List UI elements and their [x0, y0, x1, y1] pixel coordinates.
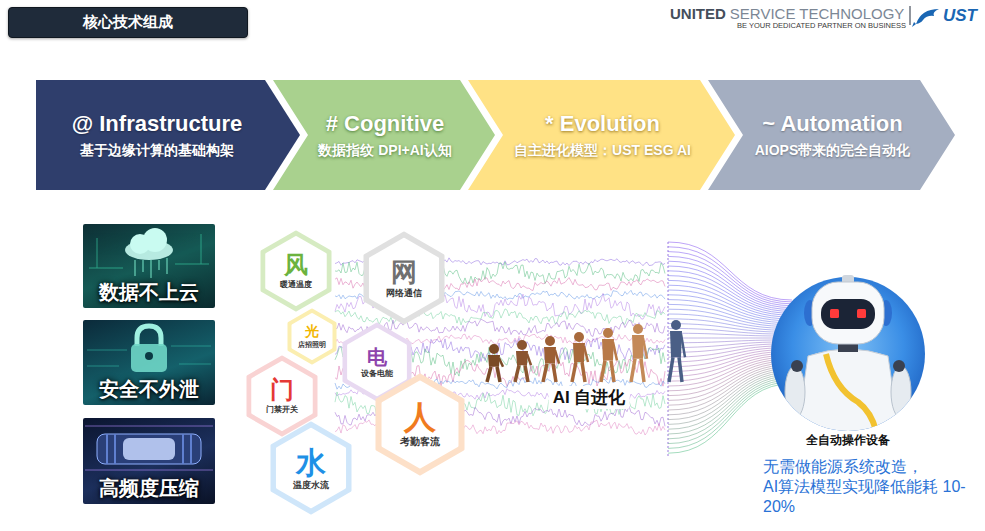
company-name: UNITED [670, 5, 726, 22]
sensor-hexagon: 人考勤客流 [377, 375, 463, 474]
hexagon-caption: 门禁开关 [266, 406, 298, 415]
chevron-subtitle: 数据指纹 DPI+AI认知 [318, 141, 451, 159]
feature-tile: 数据不上云 [83, 224, 215, 308]
signal-line [668, 384, 792, 454]
tile-caption: 数据不上云 [99, 280, 199, 304]
signal-line [668, 378, 792, 439]
logo-separator [909, 6, 910, 25]
chevron-subtitle: AIOPS带来的完全自动化 [755, 141, 911, 159]
hexagon-caption: 网络通信 [386, 289, 422, 298]
hexagon-caption: 温度水流 [293, 481, 329, 491]
sensor-hexagon: 网网络通信 [365, 233, 443, 323]
hexagon-icon-char: 人 [404, 400, 436, 435]
process-chevron: * Evolution 自主进化模型：UST ESG AI [468, 80, 735, 190]
robot-body [785, 349, 911, 440]
chevron-subtitle: 基于边缘计算的基础构架 [80, 141, 234, 159]
company-slogan: BE YOUR DEDICATED PARTNER ON BUSINESS [737, 21, 906, 30]
chevron-heading: # Cognitive [326, 111, 445, 137]
evolution-figure [487, 344, 503, 382]
robot-head [812, 282, 884, 344]
evolution-figure [631, 324, 647, 382]
tile-caption: 高频度压缩 [99, 476, 199, 500]
dashed-divider [668, 242, 669, 458]
evolution-figures [487, 320, 685, 382]
evolution-figure [669, 320, 685, 382]
logo-dolphin-tail [912, 22, 916, 27]
signal-line [668, 247, 792, 302]
signal-line [668, 376, 792, 434]
sensor-hexagon: 门门禁开关 [248, 357, 316, 435]
signal-line [668, 382, 792, 449]
signal-line [668, 380, 792, 444]
chevron-heading: @ Infrastructure [72, 111, 243, 137]
process-chevron: # Cognitive 数据指纹 DPI+AI认知 [273, 80, 495, 190]
process-chevron: @ Infrastructure 基于边缘计算的基础构架 [36, 80, 300, 190]
sensor-hexagon: 水温度水流 [272, 423, 350, 513]
sensor-hexagon: 光店招照明 [289, 310, 335, 363]
signal-line [668, 295, 792, 321]
chevron-heading: ~ Automation [762, 111, 902, 137]
feature-tile: 高频度压缩 [83, 418, 215, 504]
evolution-figure [601, 328, 617, 382]
hexagon-icon-char: 电 [367, 346, 387, 368]
process-chevron: ~ AutomationAIOPS带来的完全自动化 [708, 80, 955, 190]
hexagon-caption: 设备电能 [361, 370, 393, 378]
chevron-heading: * Evolution [545, 111, 660, 137]
signal-line [668, 285, 792, 317]
logo-dolphin [916, 9, 939, 24]
feature-tile: 安全不外泄 [83, 320, 215, 405]
hexagon-icon-char: 门 [270, 377, 294, 403]
evolution-label: AI 自进化 [549, 386, 630, 409]
robot-visor [821, 299, 875, 329]
benefit-note: 无需做能源系统改造， AI算法模型实现降低能耗 10-20% [763, 457, 968, 517]
logo-text: UST [943, 6, 977, 26]
hexagon-caption: 店招照明 [298, 341, 326, 348]
hexagon-caption: 暖通温度 [280, 281, 312, 290]
sensor-hexagon: 风暖通温度 [262, 232, 330, 310]
hexagon-icon-char: 网 [391, 258, 417, 287]
hexagon-icon-char: 风 [284, 252, 308, 278]
title-box: 核心技术组成 [8, 7, 248, 38]
tile-caption: 安全不外泄 [99, 377, 199, 401]
evolution-figure [515, 340, 531, 382]
hexagon-icon-char: 水 [296, 446, 326, 479]
title-text: 核心技术组成 [83, 13, 173, 32]
chevron-subtitle: 自主进化模型：UST ESG AI [514, 141, 691, 159]
signal-line [668, 314, 792, 329]
evolution-figure [543, 336, 559, 382]
hexagon-caption: 考勤客流 [400, 437, 440, 447]
robot-eye [857, 309, 866, 318]
robot-caption: 全自动操作设备 [806, 432, 890, 449]
company-name: SERVICE TECHNOLOGY [730, 5, 905, 22]
hexagon-icon-char: 光 [305, 324, 319, 339]
signal-line [668, 256, 792, 305]
evolution-figure [572, 332, 588, 382]
robot-eye [830, 309, 839, 318]
robot-illustration [771, 275, 925, 440]
